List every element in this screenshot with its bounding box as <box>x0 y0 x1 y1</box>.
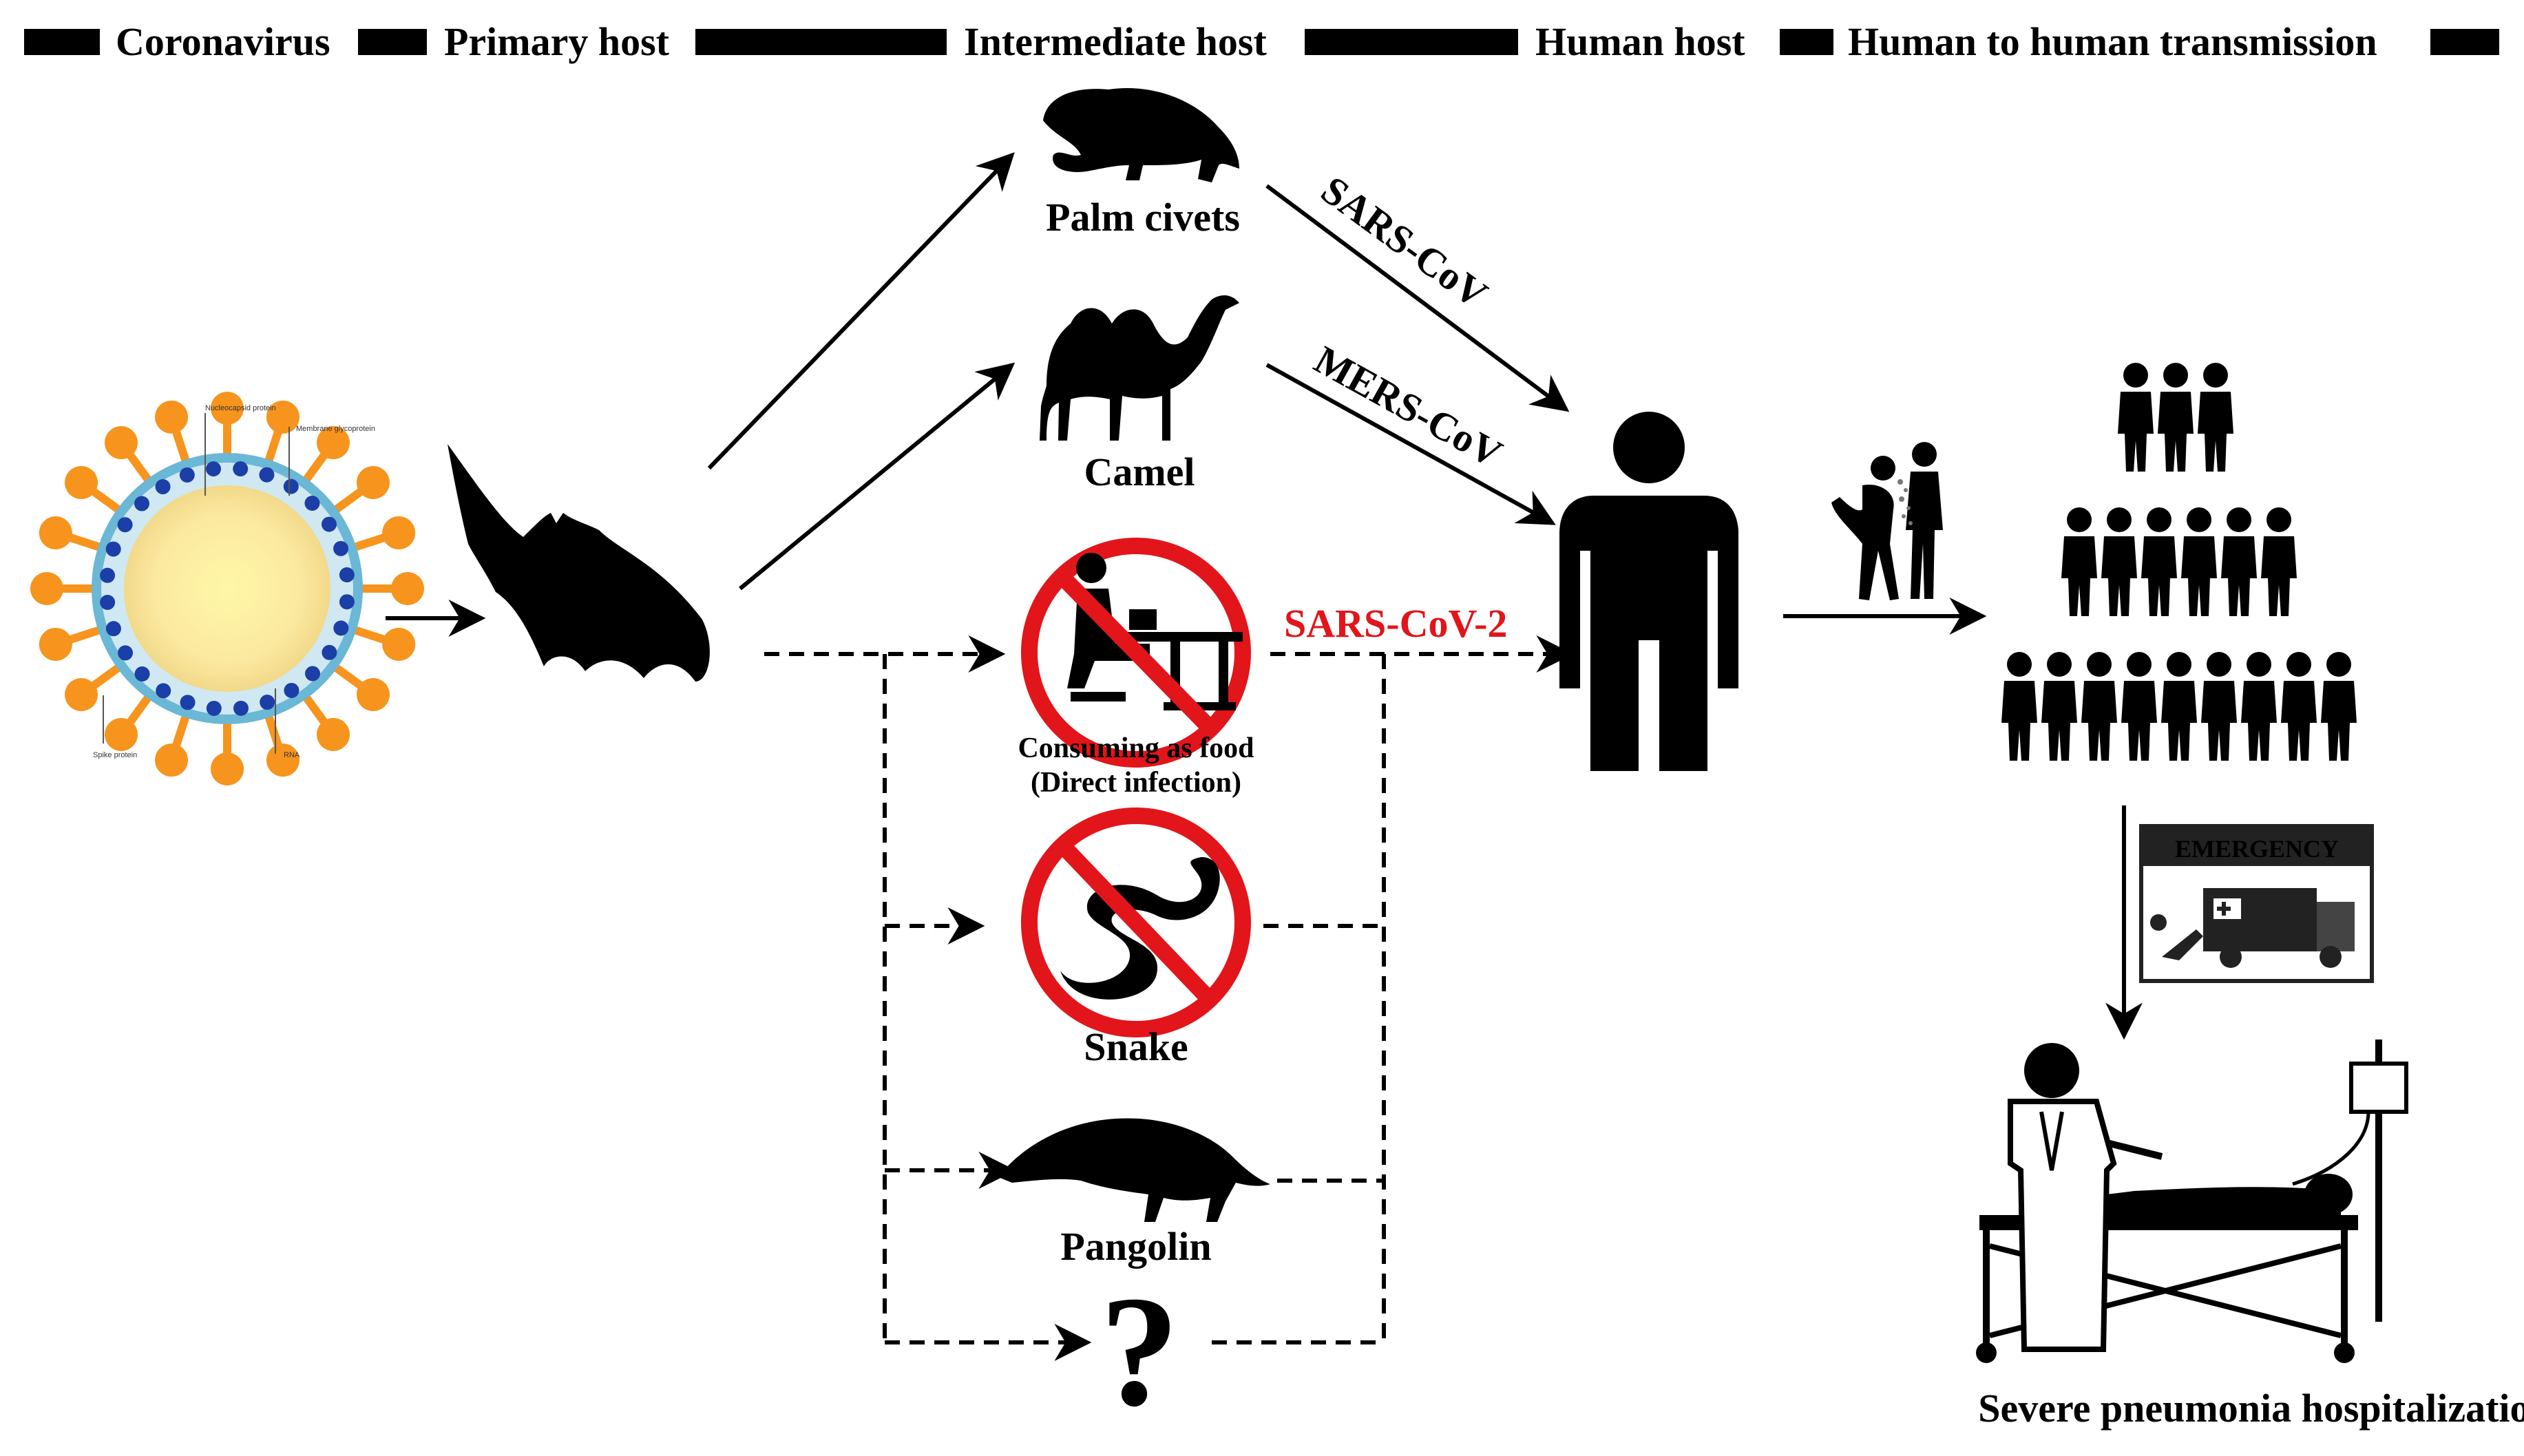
header-stage-primary-host: Primary host <box>444 19 670 64</box>
consuming-as-food-icon <box>1021 538 1251 768</box>
label-pangolin: Pangolin <box>1060 1224 1211 1269</box>
emergency-icon: EMERGENCY <box>2139 824 2374 983</box>
emergency-sign: EMERGENCY <box>2175 835 2339 863</box>
label-direct-infection: (Direct infection) <box>1031 767 1241 799</box>
human-host-icon <box>1559 412 1738 771</box>
label-severe-pneumonia: Severe pneumonia hospitalization <box>1978 1386 2524 1431</box>
header-stage-human-host: Human host <box>1535 19 1745 64</box>
dashed-pathways <box>764 635 1574 1361</box>
header-stage-human-to-human: Human to human transmission <box>1848 19 2377 64</box>
coughing-people-icon <box>1831 442 1943 600</box>
arrow-bat-to-camel <box>739 362 1016 591</box>
stage-header: Coronavirus Primary host Intermediate ho… <box>24 19 2499 64</box>
virus-callouts: Nucleocapsid protein Membrane glycoprote… <box>93 404 375 759</box>
virus-label-membrane: Membrane glycoprotein <box>296 425 375 433</box>
bat-icon <box>448 444 710 682</box>
arrow-bat-to-civet <box>707 152 1015 470</box>
header-stage-intermediate-host: Intermediate host <box>964 19 1267 64</box>
camel-icon <box>1040 295 1239 441</box>
virus-label-rna: RNA <box>284 751 300 759</box>
header-stage-coronavirus: Coronavirus <box>116 19 330 64</box>
snake-icon <box>1021 808 1251 1037</box>
crowd-icon <box>2001 363 2357 761</box>
virus-label-spike: Spike protein <box>93 751 137 759</box>
label-mers-cov: MERS-CoV <box>1307 337 1510 476</box>
label-unknown-host: ? <box>1100 1263 1179 1439</box>
label-consuming-food: Consuming as food <box>1018 732 1254 764</box>
label-sars-cov-2: SARS-CoV-2 <box>1284 601 1507 646</box>
hospital-bed-icon <box>1976 1040 2408 1363</box>
palm-civet-icon <box>1043 88 1239 182</box>
label-camel: Camel <box>1084 450 1195 494</box>
label-palm-civets: Palm civets <box>1046 195 1240 240</box>
arrow-camel-to-human <box>1265 363 1556 525</box>
arrow-civet-to-human <box>1265 184 1570 412</box>
label-snake: Snake <box>1084 1024 1188 1069</box>
coronavirus-icon <box>30 392 424 785</box>
pangolin-icon <box>998 1118 1270 1222</box>
virus-label-nucleocapsid: Nucleocapsid protein <box>205 404 276 412</box>
